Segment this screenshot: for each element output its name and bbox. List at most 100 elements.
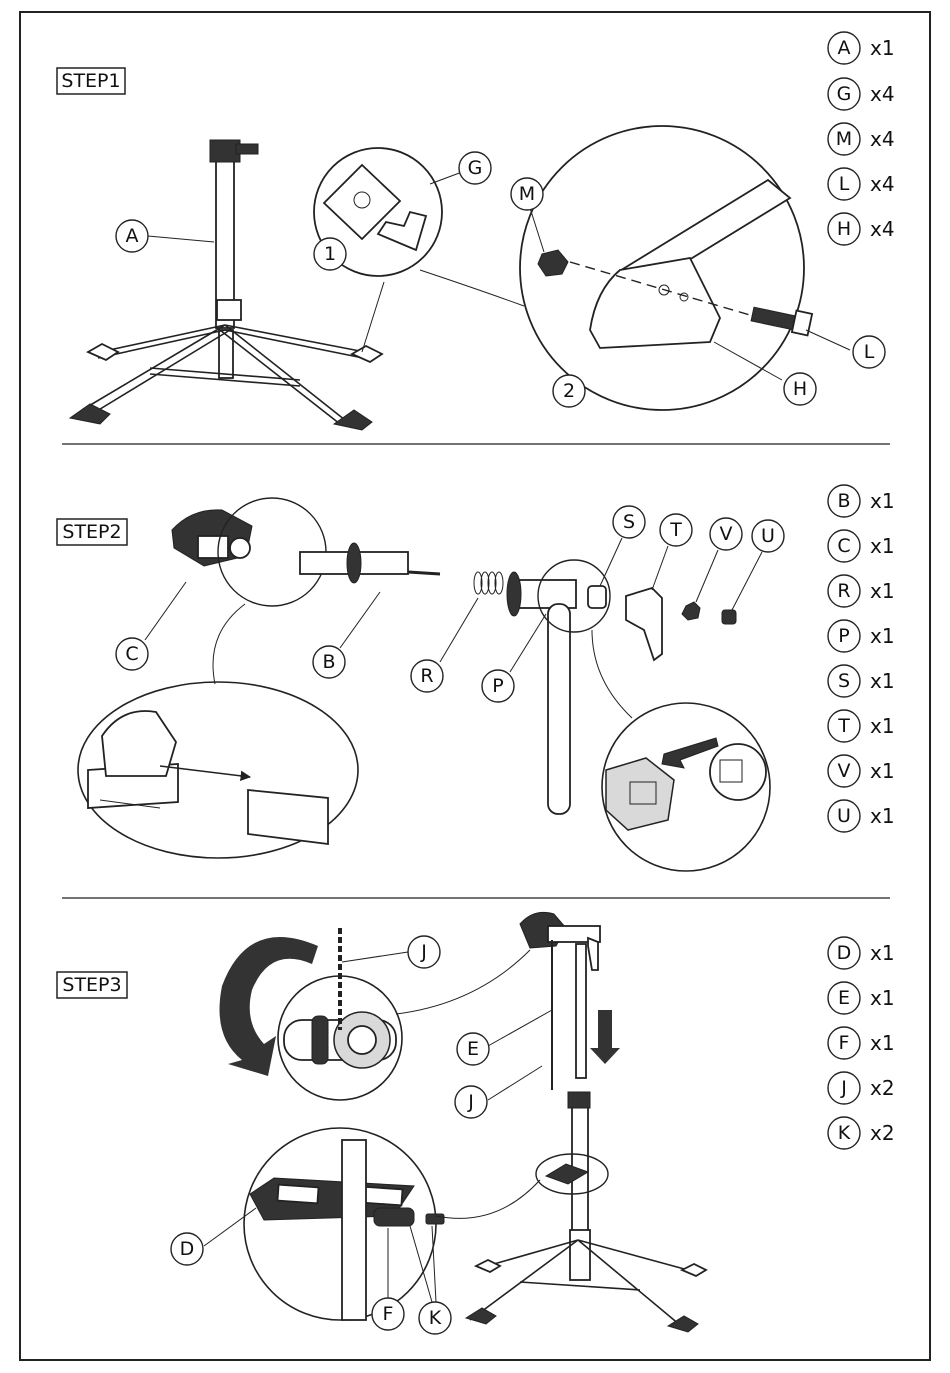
- callout-P: P: [482, 670, 514, 702]
- svg-text:R: R: [837, 580, 850, 602]
- svg-text:x1: x1: [870, 624, 895, 648]
- svg-text:x4: x4: [870, 172, 895, 196]
- connector-line: [592, 630, 632, 718]
- callout-F: F: [372, 1298, 404, 1330]
- svg-text:x2: x2: [870, 1121, 895, 1145]
- svg-text:A: A: [838, 37, 851, 59]
- leader-line: [488, 1010, 552, 1046]
- callout-B: B: [313, 646, 345, 678]
- leader-line: [340, 592, 380, 648]
- step2-title-box: STEP2: [57, 519, 127, 545]
- svg-text:x1: x1: [870, 714, 895, 738]
- nut-drawing: [682, 602, 700, 620]
- callout-L: L: [853, 336, 885, 368]
- svg-text:x4: x4: [870, 82, 895, 106]
- shaft-drawing: [300, 543, 440, 583]
- step1-title: STEP1: [61, 70, 120, 92]
- leader-line: [652, 546, 668, 590]
- svg-text:J: J: [840, 1077, 847, 1099]
- leader-line: [145, 582, 186, 640]
- cap-nut-drawing: [722, 610, 736, 624]
- svg-text:x1: x1: [870, 1031, 895, 1055]
- callout-G: G: [459, 152, 491, 184]
- leader-line: [488, 1066, 542, 1100]
- svg-text:B: B: [322, 651, 335, 673]
- leader-line: [342, 952, 408, 962]
- svg-text:K: K: [838, 1122, 851, 1144]
- svg-text:U: U: [761, 525, 775, 547]
- callout-S: S: [613, 506, 645, 538]
- step2-section: STEP2: [57, 485, 895, 871]
- svg-text:x1: x1: [870, 489, 895, 513]
- spring-drawing: [474, 572, 503, 594]
- bushing-drawing: [588, 586, 606, 608]
- svg-text:M: M: [519, 183, 535, 205]
- step1-section: STEP1: [57, 32, 895, 430]
- svg-text:E: E: [467, 1038, 479, 1060]
- svg-text:G: G: [468, 157, 483, 179]
- detail-ellipse-left: [78, 682, 358, 858]
- svg-text:T: T: [669, 519, 682, 541]
- down-arrow-icon: [590, 1010, 620, 1064]
- step1-title-box: STEP1: [57, 68, 125, 94]
- svg-text:F: F: [383, 1303, 394, 1325]
- svg-text:J: J: [420, 941, 427, 963]
- connector-line: [213, 604, 245, 684]
- step3-section: STEP3: [57, 912, 895, 1334]
- svg-text:C: C: [125, 643, 138, 665]
- svg-text:J: J: [467, 1091, 474, 1113]
- step3-title: STEP3: [62, 974, 121, 996]
- callout-C: C: [116, 638, 148, 670]
- leader-line: [440, 598, 478, 662]
- callout-H: H: [784, 373, 816, 405]
- svg-text:P: P: [492, 675, 503, 697]
- leader-line: [148, 236, 214, 242]
- svg-text:x1: x1: [870, 804, 895, 828]
- svg-text:K: K: [429, 1307, 442, 1329]
- svg-text:T: T: [837, 715, 850, 737]
- callout-E: E: [457, 1033, 489, 1065]
- svg-text:M: M: [836, 128, 852, 150]
- callout-1: 1: [314, 238, 346, 270]
- detail-circle-right: [602, 703, 770, 871]
- svg-text:x4: x4: [870, 127, 895, 151]
- callout-K: K: [419, 1302, 451, 1334]
- svg-text:x1: x1: [870, 579, 895, 603]
- svg-text:x4: x4: [870, 217, 895, 241]
- parts-list-item: Px1: [828, 620, 895, 652]
- svg-text:x1: x1: [870, 669, 895, 693]
- svg-text:H: H: [837, 218, 851, 240]
- callout-J: J: [455, 1086, 487, 1118]
- svg-text:H: H: [793, 378, 807, 400]
- step2-title: STEP2: [62, 521, 121, 543]
- svg-text:x1: x1: [870, 36, 895, 60]
- detail-circle-2: [520, 126, 812, 410]
- svg-text:x1: x1: [870, 759, 895, 783]
- svg-text:2: 2: [563, 380, 575, 402]
- leader-line: [510, 614, 546, 672]
- callout-V: V: [710, 518, 742, 550]
- svg-text:D: D: [180, 1238, 195, 1260]
- detail-circle-bottom: [244, 1128, 444, 1320]
- leader-line: [732, 552, 762, 610]
- callout-T: T: [660, 514, 692, 546]
- parts-list-item: Gx4: [828, 78, 895, 110]
- svg-text:S: S: [838, 670, 850, 692]
- callout-2: 2: [553, 375, 585, 407]
- svg-text:R: R: [420, 665, 433, 687]
- parts-list-item: Rx1: [828, 575, 895, 607]
- connector-line: [420, 270, 524, 306]
- svg-text:G: G: [837, 83, 852, 105]
- svg-text:x1: x1: [870, 941, 895, 965]
